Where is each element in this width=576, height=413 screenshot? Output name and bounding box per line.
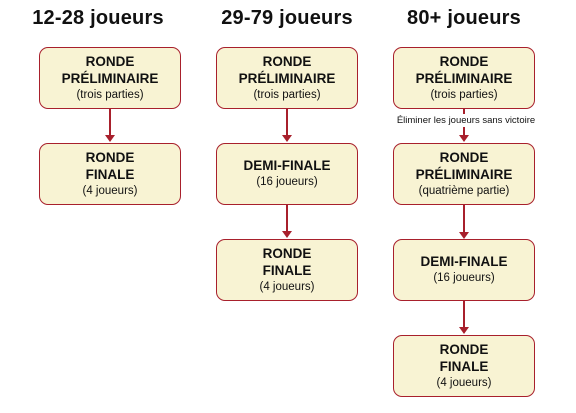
elimination-note: Éliminer les joueurs sans victoire <box>378 114 554 127</box>
box-subtitle: (16 joueurs) <box>433 272 495 284</box>
box-subtitle: (trois parties) <box>253 88 321 101</box>
box-title-line: PRÉLIMINAIRE <box>238 70 336 86</box>
column-title-80-plus: 80+ joueurs <box>407 7 521 29</box>
box-subtitle: (4 joueurs) <box>82 184 138 197</box>
box-title-line: RONDE <box>85 53 135 69</box>
box-title-line: PRÉLIMINAIRE <box>415 166 513 182</box>
box-title-line: FINALE <box>262 262 312 278</box>
box-title-line: RONDE <box>85 149 135 165</box>
box-title-line: RONDE <box>262 53 312 69</box>
box-final-round: RONDE FINALE (4 joueurs) <box>393 335 535 397</box>
box-subtitle: (4 joueurs) <box>259 280 315 293</box>
flow-arrow <box>459 301 469 334</box>
box-title-line: DEMI-FINALE <box>420 254 508 269</box>
box-subtitle: (4 joueurs) <box>436 376 492 389</box>
box-title-line: PRÉLIMINAIRE <box>415 70 513 86</box>
box-subtitle: (trois parties) <box>430 88 498 101</box>
box-subtitle: (quatrième partie) <box>418 184 510 197</box>
box-title-line: RONDE <box>262 245 312 261</box>
box-title-line: FINALE <box>439 358 489 374</box>
box-title-line: FINALE <box>85 166 135 182</box>
box-title-line: DEMI-FINALE <box>243 158 331 173</box>
box-subtitle: (trois parties) <box>76 88 144 101</box>
box-title-line: RONDE <box>439 53 489 69</box>
box-preliminary-round: RONDE PRÉLIMINAIRE (trois parties) <box>216 47 358 109</box>
flow-arrow <box>459 205 469 239</box>
flow-arrow <box>282 109 292 142</box>
box-final-round: RONDE FINALE (4 joueurs) <box>216 239 358 301</box>
box-title-line: RONDE <box>439 341 489 357</box>
box-final-round: RONDE FINALE (4 joueurs) <box>39 143 181 205</box>
box-semi-final: DEMI-FINALE (16 joueurs) <box>216 143 358 205</box>
box-title-line: RONDE <box>439 149 489 165</box>
flow-arrow <box>282 205 292 238</box>
column-title-29-79: 29-79 joueurs <box>221 7 353 29</box>
box-preliminary-round: RONDE PRÉLIMINAIRE (trois parties) <box>39 47 181 109</box>
box-title-line: PRÉLIMINAIRE <box>61 70 159 86</box>
box-subtitle: (16 joueurs) <box>256 176 318 188</box>
box-preliminary-round-fourth: RONDE PRÉLIMINAIRE (quatrième partie) <box>393 143 535 205</box>
column-title-12-28: 12-28 joueurs <box>32 7 164 29</box>
box-semi-final: DEMI-FINALE (16 joueurs) <box>393 239 535 301</box>
box-preliminary-round: RONDE PRÉLIMINAIRE (trois parties) <box>393 47 535 109</box>
flow-arrow <box>105 109 115 142</box>
